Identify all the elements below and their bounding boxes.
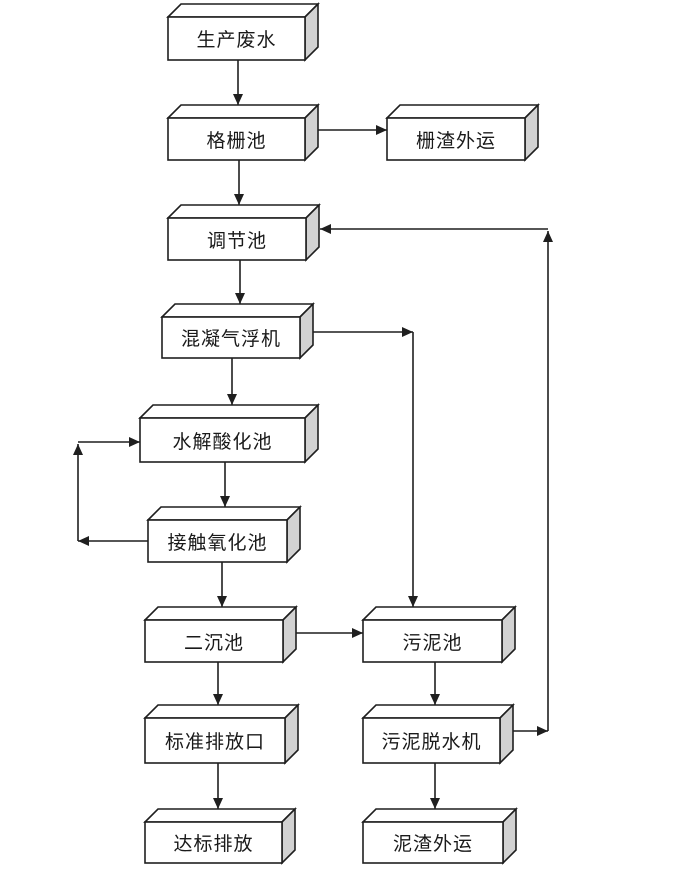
box-front-face [161,316,301,359]
flow-edge-hunning-qifuji-to-corner-right-mid [313,327,413,337]
arrowhead-icon [543,231,553,242]
flow-edge-jiechu-yanghuachi-to-erchenchi [217,562,227,607]
arrowhead-icon [402,327,413,337]
arrowhead-icon [537,726,548,736]
flow-edge-hunning-qifuji-to-shuijie-suanhuachi [227,358,237,405]
box-front-face [362,619,503,663]
box-top-face [143,704,300,719]
flow-edge-geshanchi-to-shazha-waiyun [318,125,387,135]
box-top-face [143,808,297,823]
flow-edge-tiaojiechi-to-hunning-qifuji [235,260,245,304]
box-top-face [143,606,298,621]
box-top-face [166,3,320,18]
box-front-face [362,717,501,764]
box-top-face [361,704,515,719]
flow-box-shazha-waiyun [385,103,540,162]
arrowhead-icon [320,224,331,234]
box-front-face [147,519,288,563]
arrowhead-icon [430,694,440,705]
flow-edge-erchenchi-to-biaozhun-paifangkou [213,662,223,705]
box-front-face [144,821,283,864]
arrowhead-icon [234,194,244,205]
flow-edge-wuni-tuoshuiji-to-corner-far-right [513,726,548,736]
box-top-face [160,303,315,318]
arrowhead-icon [376,125,387,135]
arrowhead-icon [129,437,140,447]
flow-box-geshanchi [166,103,320,162]
flow-box-erchenchi [143,605,298,664]
box-front-face [362,821,504,864]
flow-box-tiaojiechi [166,203,321,262]
flow-edge-corner-top-right-to-tiaojiechi [320,224,548,234]
arrowhead-icon [352,628,363,638]
box-front-face [144,619,284,663]
flow-box-wuni-tuoshuiji [361,703,515,765]
box-top-face [166,204,321,219]
flow-edge-wunichi-to-wuni-tuoshuiji [430,662,440,705]
box-front-face [167,217,307,261]
flow-box-hunning-qifuji [160,302,315,360]
box-front-face [139,417,306,463]
arrowhead-icon [217,596,227,607]
box-top-face [166,104,320,119]
flow-edge-corner-left-top-to-shuijie-suanhuachi [78,437,140,447]
flow-box-wunichi [361,605,517,664]
arrowhead-icon [227,394,237,405]
arrowhead-icon [408,596,418,607]
arrowhead-icon [220,496,230,507]
flow-box-nizha-waiyun [361,807,518,865]
flow-edge-erchenchi-to-wunichi [296,628,363,638]
flow-edge-geshanchi-to-tiaojiechi [234,160,244,205]
arrowhead-icon [430,798,440,809]
arrowhead-icon [73,444,83,455]
arrowhead-icon [213,798,223,809]
box-top-face [146,506,302,521]
flow-edge-corner-left-bottom-to-corner-left-top [73,444,83,541]
arrowhead-icon [233,94,243,105]
box-front-face [386,117,526,161]
box-top-face [361,606,517,621]
box-top-face [361,808,518,823]
flow-box-jiechu-yanghuachi [146,505,302,564]
flow-edge-shengchan-feishui-to-geshanchi [233,60,243,105]
box-front-face [167,16,306,61]
arrowhead-icon [78,536,89,546]
arrowhead-icon [235,293,245,304]
flow-edge-shuijie-suanhuachi-to-jiechu-yanghuachi [220,462,230,507]
flow-edge-corner-far-right-to-corner-top-right [543,231,553,731]
flow-box-shengchan-feishui [166,2,320,62]
box-top-face [138,404,320,419]
flow-box-dabiao-paifang [143,807,297,865]
flow-edge-biaozhun-paifangkou-to-dabiao-paifang [213,763,223,809]
flow-edge-jiechu-yanghuachi-to-corner-left-bottom [78,536,148,546]
box-front-face [167,117,306,161]
arrowhead-icon [213,694,223,705]
flow-edge-corner-right-mid-to-wunichi [408,332,418,607]
box-top-face [385,104,540,119]
box-front-face [144,717,286,764]
flow-edge-wuni-tuoshuiji-to-nizha-waiyun [430,763,440,809]
flow-box-shuijie-suanhuachi [138,403,320,464]
flow-box-biaozhun-paifangkou [143,703,300,765]
